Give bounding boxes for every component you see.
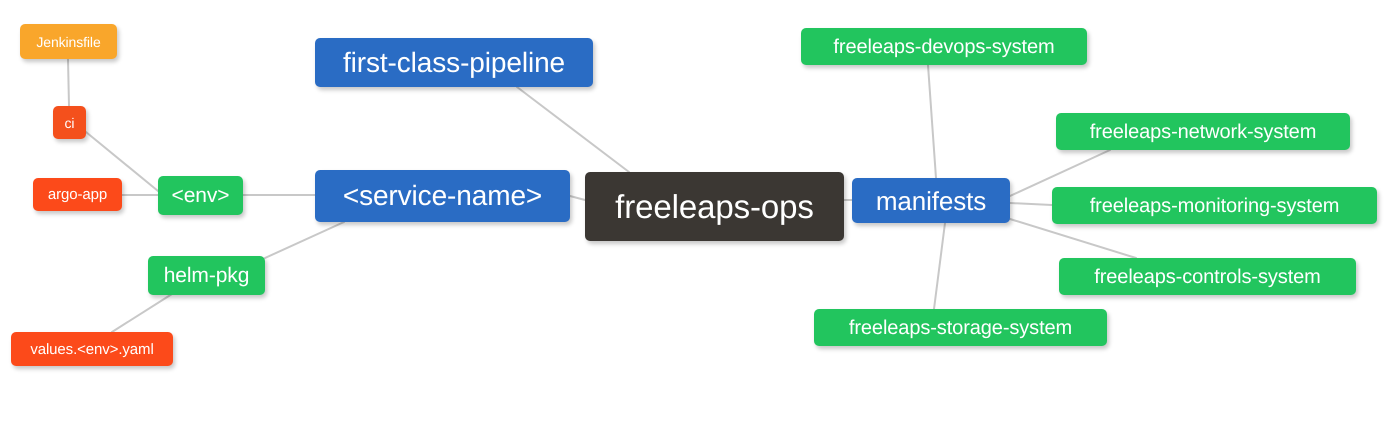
node-freeleaps-devops-system[interactable]: freeleaps-devops-system <box>801 28 1087 65</box>
node-label-values-yaml: values.<env>.yaml <box>30 340 154 358</box>
node-label-manifests: manifests <box>875 185 987 216</box>
node-first-class-pipeline[interactable]: first-class-pipeline <box>315 38 593 87</box>
node-label-jenkinsfile: Jenkinsfile <box>36 33 101 50</box>
edge-helm-pkg-to-values-yaml <box>111 293 173 333</box>
node-freeleaps-controls-system[interactable]: freeleaps-controls-system <box>1059 258 1356 295</box>
edge-manifests-to-freeleaps-monitoring-system <box>1009 202 1053 206</box>
node-service-name[interactable]: <service-name> <box>315 170 570 222</box>
node-label-freeleaps-controls-system: freeleaps-controls-system <box>1094 265 1321 288</box>
node-freeleaps-storage-system[interactable]: freeleaps-storage-system <box>814 309 1107 346</box>
node-label-helm-pkg: helm-pkg <box>163 264 250 287</box>
node-manifests[interactable]: manifests <box>852 178 1010 223</box>
node-helm-pkg[interactable]: helm-pkg <box>148 256 265 295</box>
edge-jenkinsfile-to-ci <box>67 58 70 107</box>
node-freeleaps-ops[interactable]: freeleaps-ops <box>585 172 844 241</box>
node-freeleaps-monitoring-system[interactable]: freeleaps-monitoring-system <box>1052 187 1377 224</box>
node-label-argo-app: argo-app <box>47 186 108 203</box>
edge-manifests-to-freeleaps-devops-system <box>927 64 937 179</box>
node-label-freeleaps-devops-system: freeleaps-devops-system <box>833 35 1055 58</box>
node-freeleaps-network-system[interactable]: freeleaps-network-system <box>1056 113 1350 150</box>
node-label-freeleaps-storage-system: freeleaps-storage-system <box>848 316 1073 339</box>
node-values-yaml[interactable]: values.<env>.yaml <box>11 332 173 366</box>
node-label-freeleaps-monitoring-system: freeleaps-monitoring-system <box>1089 194 1340 217</box>
node-label-freeleaps-network-system: freeleaps-network-system <box>1089 120 1317 143</box>
edge-first-class-pipeline-to-freeleaps-ops <box>516 86 630 173</box>
node-label-freeleaps-ops: freeleaps-ops <box>615 188 814 225</box>
edge-service-name-to-freeleaps-ops <box>569 195 586 201</box>
edge-manifests-to-freeleaps-controls-system <box>1009 218 1137 259</box>
node-ci[interactable]: ci <box>53 106 86 139</box>
edge-manifests-to-freeleaps-storage-system <box>933 222 946 310</box>
edge-service-name-to-helm-pkg <box>264 221 345 259</box>
node-argo-app[interactable]: argo-app <box>33 178 122 211</box>
node-jenkinsfile[interactable]: Jenkinsfile <box>20 24 117 59</box>
node-label-env: <env> <box>171 184 230 207</box>
node-label-first-class-pipeline: first-class-pipeline <box>342 46 566 78</box>
node-label-service-name: <service-name> <box>342 180 543 211</box>
node-env[interactable]: <env> <box>158 176 243 215</box>
node-label-ci: ci <box>64 114 75 131</box>
